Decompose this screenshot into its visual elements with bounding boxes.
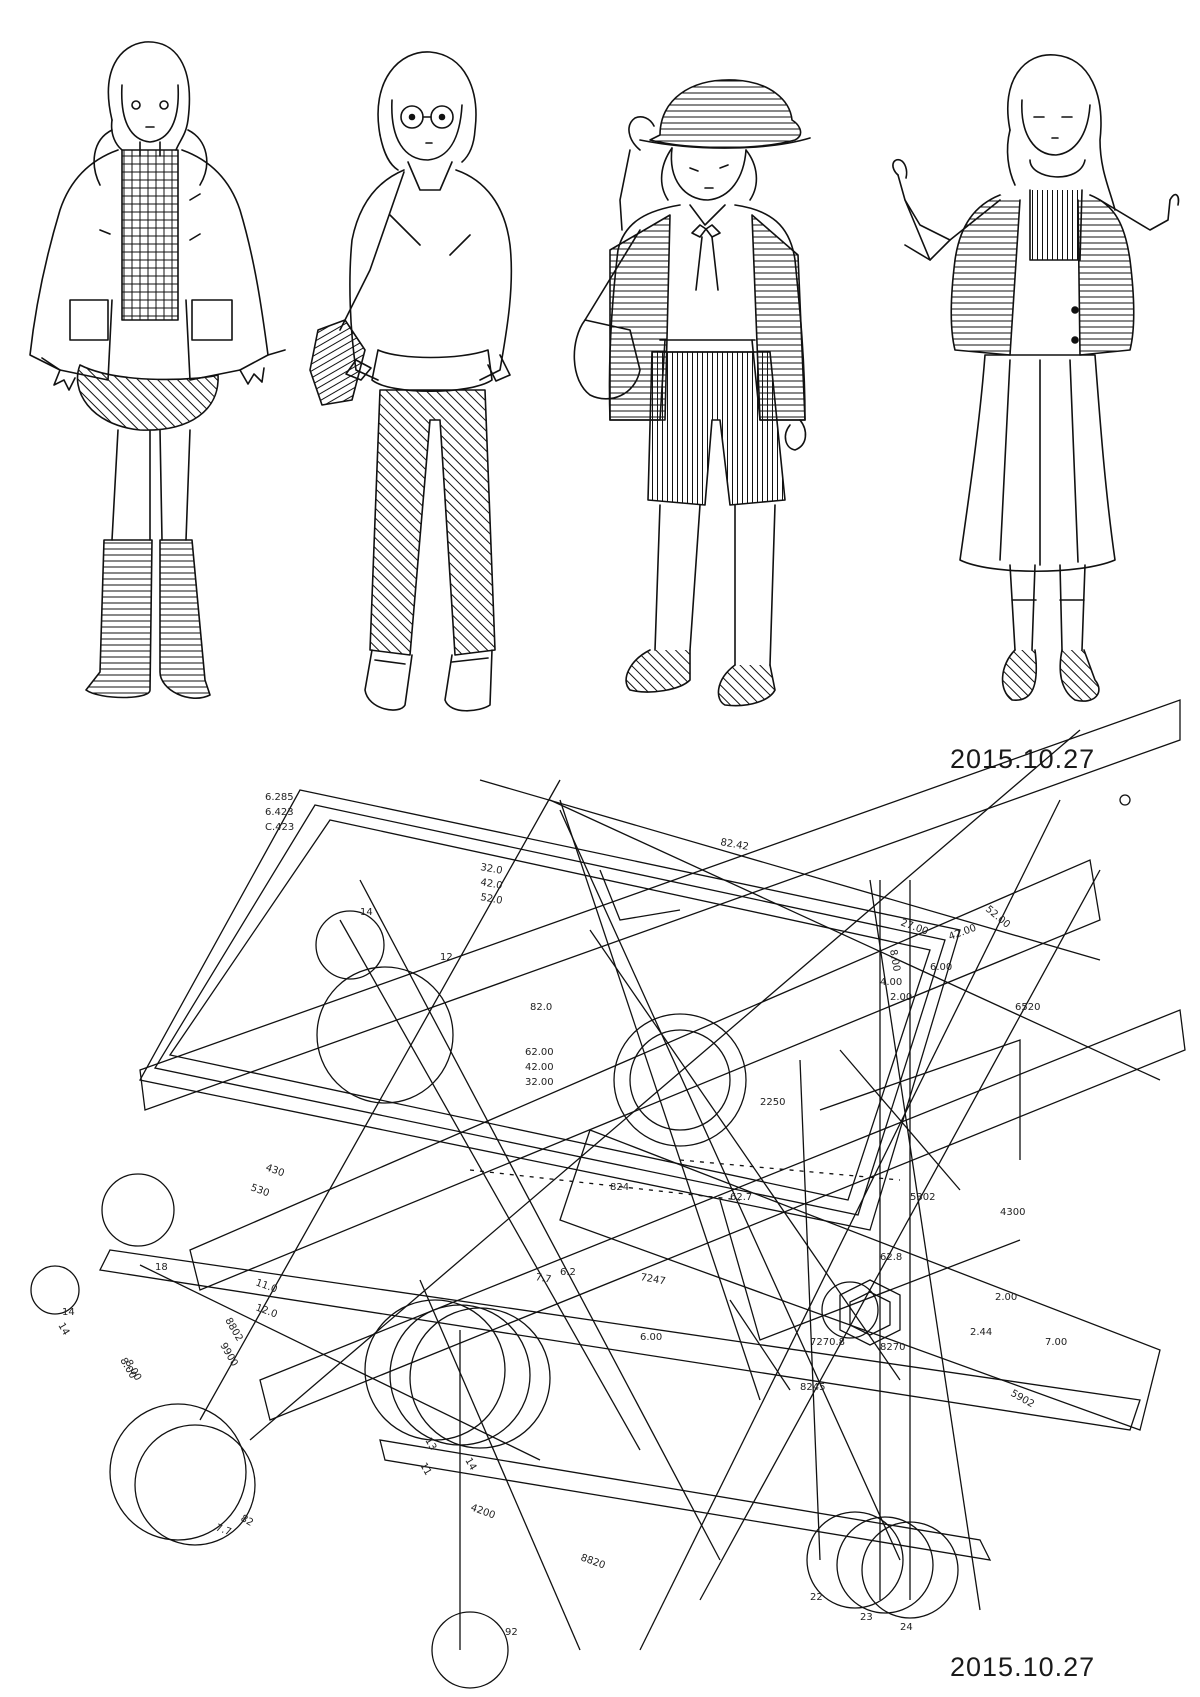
figure-long-coat (892, 54, 1180, 702)
dimension-label: 14 (360, 907, 373, 918)
dimension-label: 4300 (1000, 1207, 1025, 1218)
dimension-label: 24 (900, 1622, 913, 1633)
dimension-label: 13 (422, 1436, 438, 1453)
circle-mid (613, 1013, 747, 1147)
dimension-label: 62.7 (730, 1192, 752, 1203)
date-label-bottom: 2015.10.27 (950, 1652, 1096, 1682)
dimension-label: 6.285 (265, 792, 294, 803)
dimension-label: 2.44 (970, 1327, 992, 1338)
dimension-label: 7.7 (534, 1272, 552, 1286)
dimension-label: 430 (264, 1162, 286, 1179)
dimension-label: 6.00 (930, 962, 952, 973)
figure-duffle-coat (29, 41, 286, 700)
band-long (139, 699, 1181, 1111)
dimension-label: 32.0 (479, 862, 503, 877)
frame-upper-left (139, 789, 961, 1231)
dimension-label: 6.2 (560, 1267, 576, 1278)
dimension-label: 14 (55, 1321, 71, 1338)
dimension-label: 42.0 (479, 877, 503, 892)
dimension-label: 8820 (579, 1552, 607, 1571)
band-middle (189, 859, 1101, 1291)
dimension-label: 62.8 (880, 1252, 902, 1263)
dimension-label: 2.00 (890, 992, 912, 1003)
dimension-label: 52.0 (479, 892, 503, 907)
dimension-label: 6.423 (265, 807, 294, 818)
dimension-label: 14 (62, 1307, 75, 1318)
circle-bottom-left (109, 1403, 247, 1541)
dimension-label: 12 (440, 952, 453, 963)
dimension-label: 8802 (222, 1316, 244, 1344)
figure-glasses-sweater (309, 51, 513, 712)
dimension-label: 7.7 (214, 1522, 233, 1538)
circle-14 (315, 910, 385, 980)
dimension-label: 6.00 (640, 1332, 662, 1343)
dimension-label: 824 (610, 1182, 629, 1193)
dimension-label: 11 (417, 1461, 433, 1478)
dimension-label: 7247 (639, 1272, 666, 1287)
dimension-label: 2.00 (995, 1292, 1017, 1303)
circle-18 (101, 1173, 175, 1247)
dimension-label: 11.0 (254, 1277, 279, 1295)
dimension-label: 8270 (880, 1342, 905, 1353)
dimension-label: 14 (462, 1456, 478, 1473)
date-label-top: 2015.10.27 (950, 744, 1096, 774)
dimension-label: 2250 (760, 1097, 785, 1108)
dimension-label: 23 (860, 1612, 873, 1623)
dimension-label: 530 (249, 1182, 271, 1199)
dimension-label: 18 (155, 1262, 168, 1273)
circle-12 (316, 966, 454, 1104)
dimension-label: 8245 (800, 1382, 825, 1393)
fashion-figures-sketch (29, 41, 1180, 712)
dimension-label: 4200 (469, 1502, 497, 1521)
dimension-label: 32.00 (525, 1077, 554, 1088)
dimension-label: 6520 (1015, 1002, 1040, 1013)
figure-hat-jacket (573, 79, 811, 707)
dimension-label: 4.00 (880, 977, 902, 988)
dimension-label: 92 (505, 1627, 518, 1638)
dimension-label: 7270.8 (810, 1337, 845, 1348)
dimension-label: 82.0 (530, 1002, 552, 1013)
dimension-label: 22 (810, 1592, 823, 1603)
dimension-label: 82 (239, 1513, 256, 1529)
dimension-label: 82.42 (719, 837, 749, 853)
dimension-label: C.423 (265, 822, 294, 833)
dimension-label: 42.00 (525, 1062, 554, 1073)
dimension-label: 5302 (910, 1192, 935, 1203)
dimension-label: 62.00 (525, 1047, 554, 1058)
dimension-label: 8.00 (887, 949, 902, 973)
dimension-label: 7.00 (1045, 1337, 1067, 1348)
dimension-label: 42.00 (947, 923, 978, 943)
